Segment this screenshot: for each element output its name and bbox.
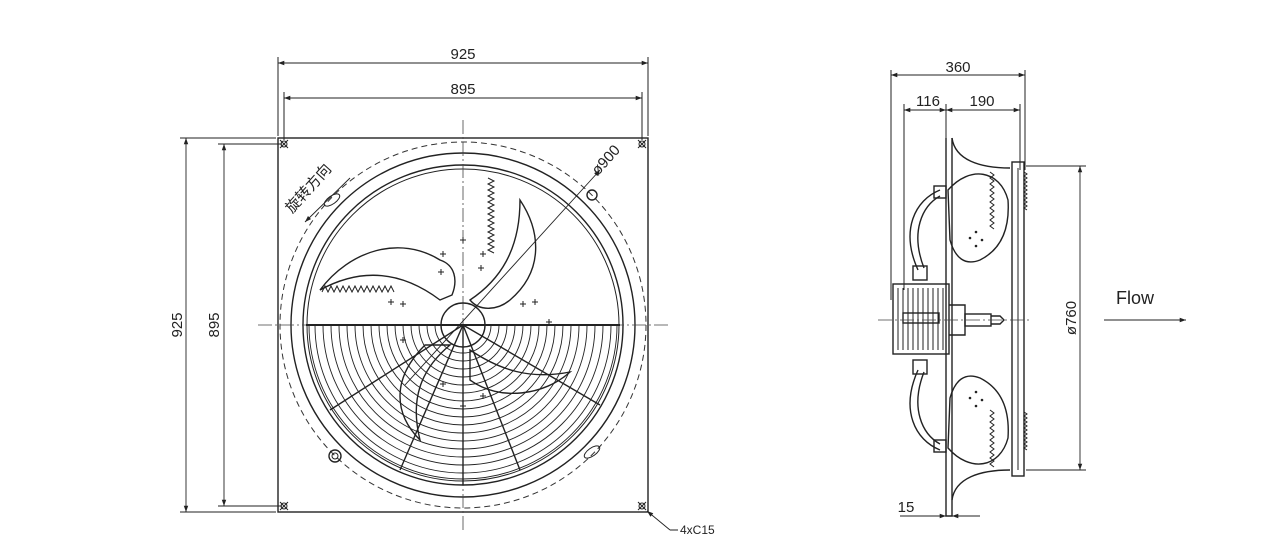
dim-diameter-900: ø900 (588, 142, 624, 179)
dim-depth-116: 116 (916, 93, 940, 110)
corner-hole-callout: 4xC15 (680, 523, 715, 537)
dim-height-925: 925 (169, 312, 186, 337)
motor-body (892, 283, 950, 355)
dim-width-925: 925 (450, 46, 475, 63)
corner-holes (279, 139, 647, 511)
dim-width-895: 895 (450, 81, 475, 98)
fan-blades (319, 177, 573, 443)
flow-label: Flow (1116, 288, 1155, 308)
dim-diameter-760: ø760 (1063, 301, 1080, 335)
side-view: 360 116 190 (878, 59, 1186, 519)
front-view: ø900 旋转方向 925 895 925 895 4xC15 (169, 46, 715, 537)
dim-height-895: 895 (206, 312, 223, 337)
dim-depth-360: 360 (945, 59, 970, 76)
rotation-direction-label: 旋转方向 (282, 161, 335, 217)
protective-grille (308, 325, 618, 485)
dim-depth-190: 190 (969, 93, 994, 110)
dim-flange-15: 15 (898, 499, 915, 516)
